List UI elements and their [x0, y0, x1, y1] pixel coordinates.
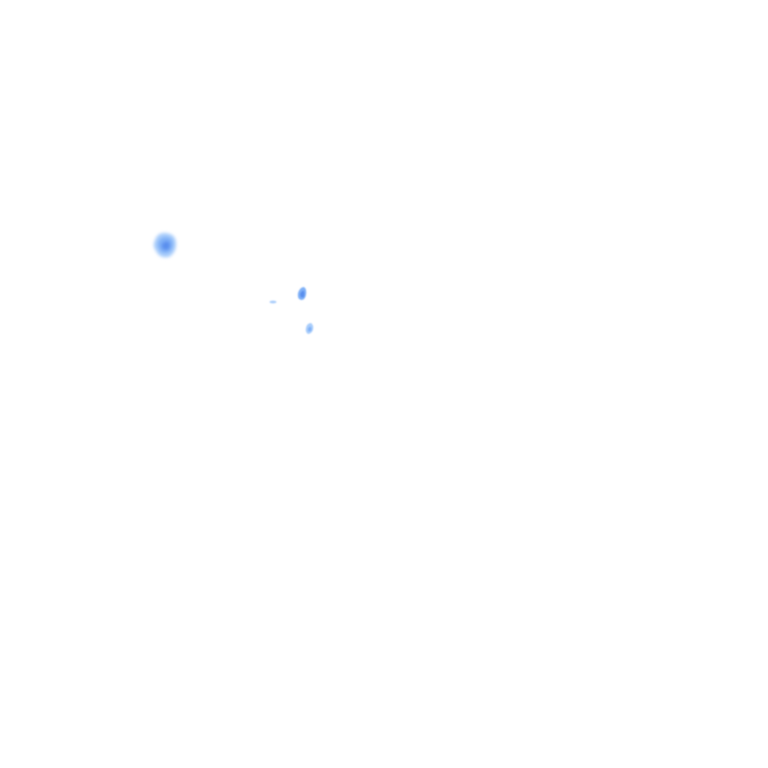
- precipitation-blob-large: [153, 232, 177, 258]
- precipitation-blob-small-lower: [305, 323, 314, 334]
- precipitation-speck: [269, 300, 277, 304]
- precipitation-blob-small-upper: [297, 287, 307, 300]
